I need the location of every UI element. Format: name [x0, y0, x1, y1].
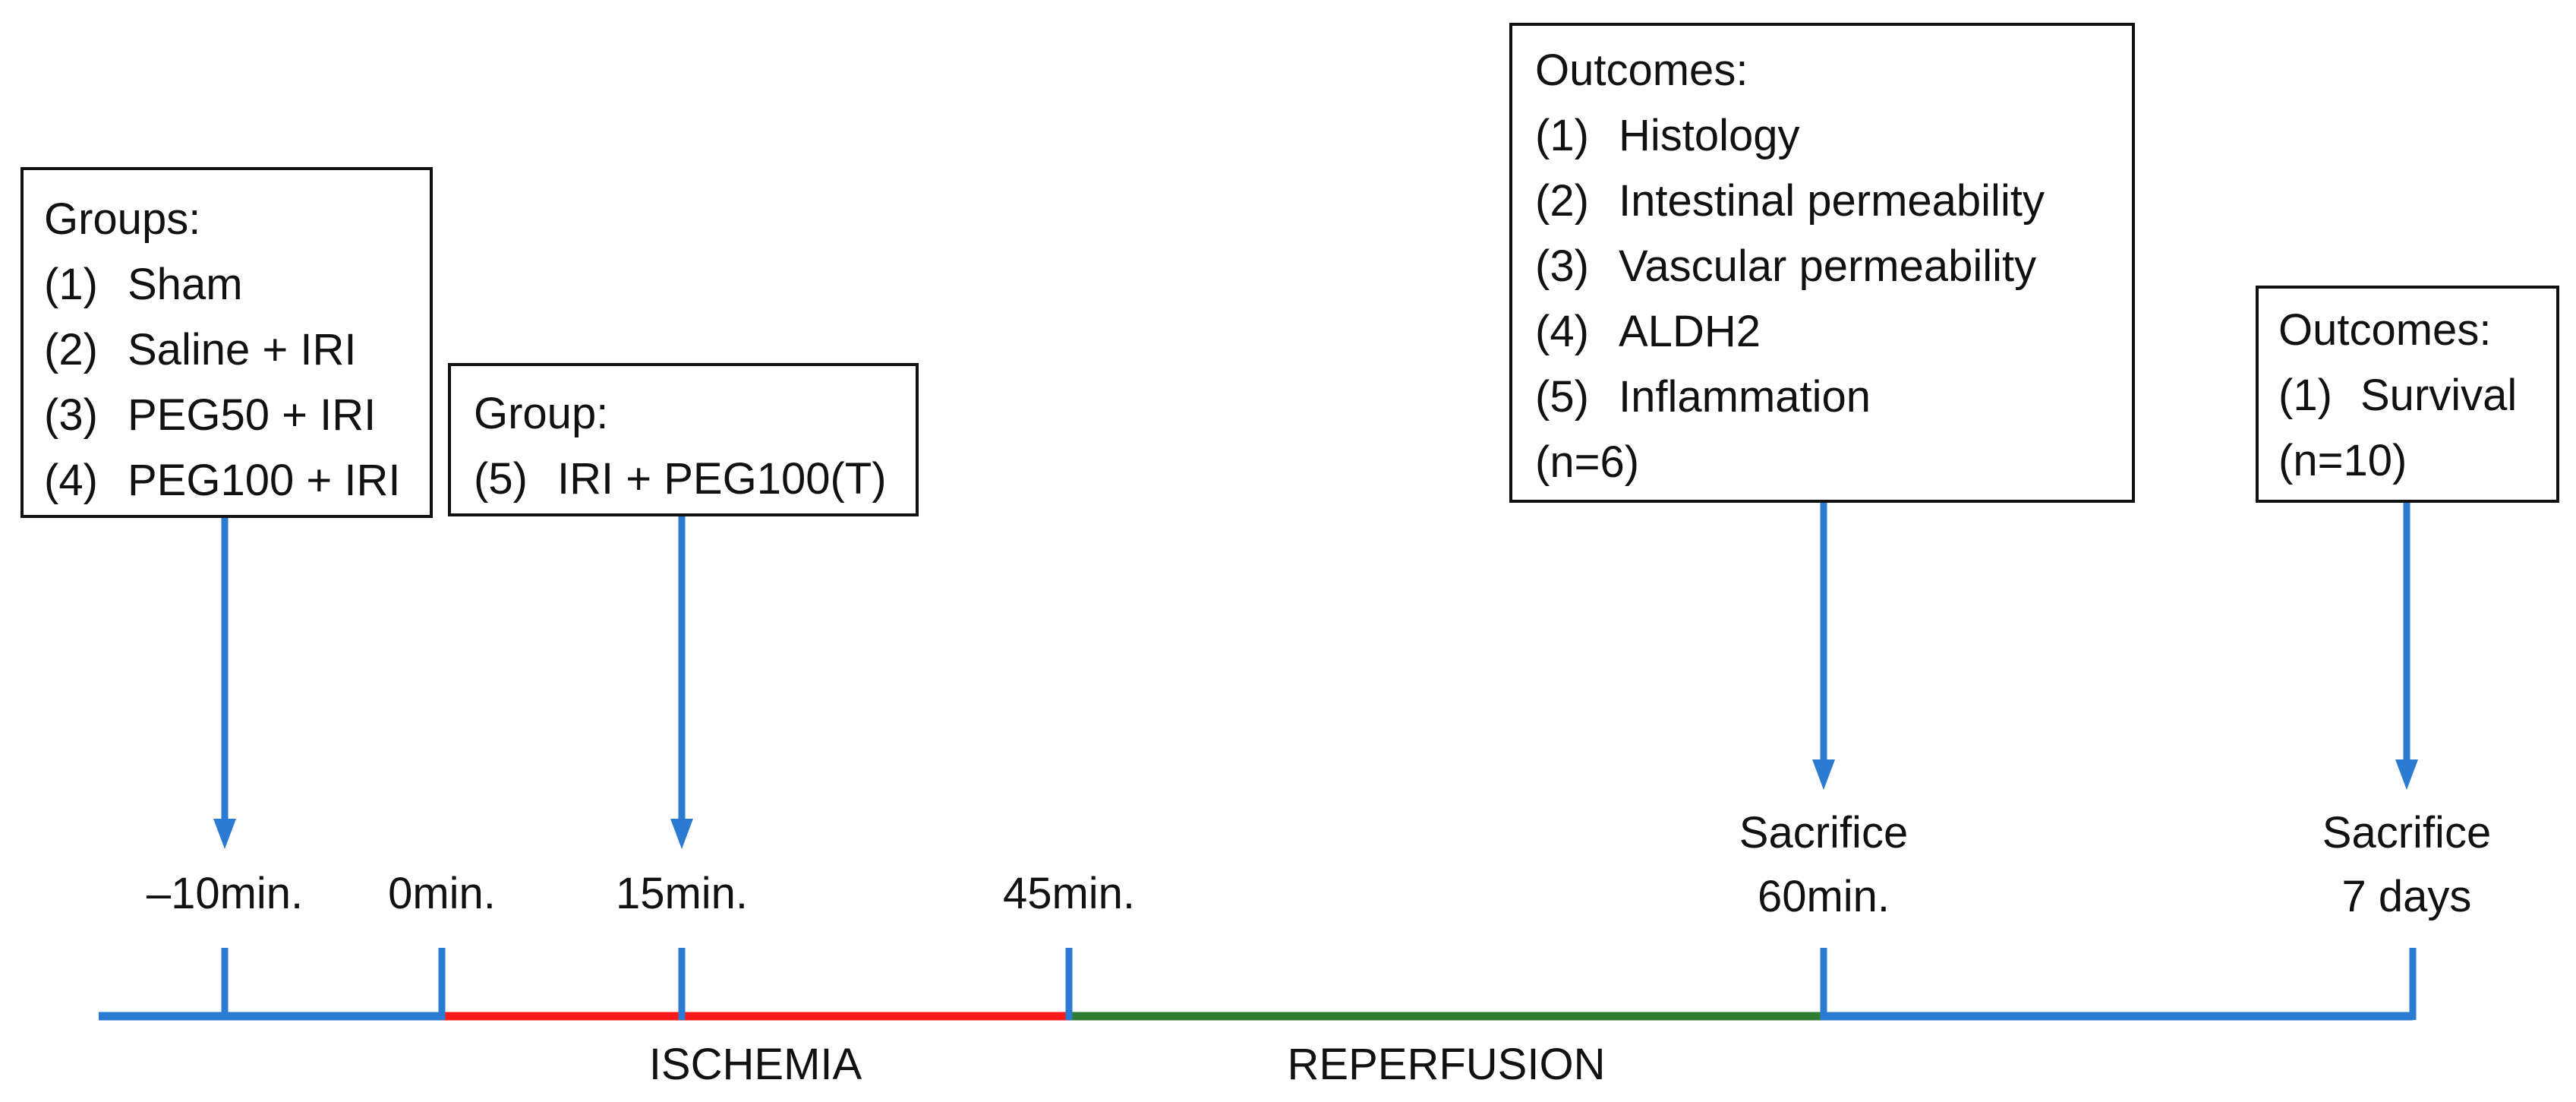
item-label: PEG100 + IRI: [128, 456, 401, 505]
item-number: (4): [1535, 307, 1589, 356]
treatment-group-item: (5) IRI + PEG100(T): [474, 447, 916, 512]
item-label: Sham: [128, 260, 243, 309]
outcome-histology: (1) Histology: [1535, 103, 2132, 169]
arrow-groups-head: [213, 819, 236, 849]
item-label: IRI + PEG100(T): [557, 454, 887, 504]
item-number: (3): [1535, 242, 1589, 291]
groups-item-peg50-iri: (3) PEG50 + IRI: [44, 383, 430, 448]
outcomes-7d-sample-size: (n=10): [2278, 436, 2407, 485]
item-label: ALDH2: [1619, 307, 1761, 356]
item-number: (1): [44, 260, 98, 309]
item-label: Intestinal permeability: [1619, 176, 2045, 226]
item-label: PEG50 + IRI: [128, 390, 377, 440]
groups-title: Groups:: [44, 194, 201, 244]
arrow-treatment-head: [670, 819, 693, 849]
tick-label-60-event: Sacrifice: [1739, 808, 1909, 857]
groups-item-saline-iri: (2) Saline + IRI: [44, 317, 430, 383]
item-label: Survival: [2360, 371, 2518, 420]
item-number: (2): [1535, 176, 1589, 226]
item-number: (1): [2278, 371, 2332, 420]
item-number: (4): [44, 456, 98, 505]
item-number: (1): [1535, 111, 1589, 160]
outcomes-7d-box: Outcomes: (1) Survival (n=10): [2256, 286, 2559, 503]
item-label: Vascular permeability: [1619, 242, 2037, 291]
tick-label-15: 15min.: [615, 869, 749, 918]
tick-label-7d-event: Sacrifice: [2322, 808, 2492, 857]
phase-label-reperfusion: REPERFUSION: [1287, 1040, 1606, 1089]
outcomes-60-box: Outcomes: (1) Histology (2) Intestinal per…: [1509, 23, 2135, 503]
outcomes-7d-title: Outcomes:: [2278, 305, 2492, 355]
item-number: (5): [474, 454, 528, 504]
item-label: Inflammation: [1619, 372, 1871, 422]
tick-label-60: Sacrifice 60min.: [1739, 801, 1908, 929]
outcomes-60-title: Outcomes:: [1535, 46, 1748, 95]
groups-item-peg100-iri: (4) PEG100 + IRI: [44, 448, 430, 513]
tick-label-7d: Sacrifice 7 days: [2322, 801, 2491, 929]
treatment-group-box: Group: (5) IRI + PEG100(T): [448, 363, 919, 516]
arrow-outcomes-7d-head: [2395, 759, 2418, 790]
phase-label-ischemia: ISCHEMIA: [648, 1040, 862, 1089]
item-number: (3): [44, 390, 98, 440]
item-number: (5): [1535, 372, 1589, 422]
tick-label-7d-time: 7 days: [2341, 872, 2472, 921]
arrow-outcomes-60-head: [1812, 759, 1835, 790]
groups-box: Groups: (1) Sham (2) Saline + IRI (3) PEG50…: [20, 167, 433, 518]
outcome-vascular-permeability: (3) Vascular permeability: [1535, 234, 2132, 299]
tick-label-45: 45min.: [1002, 869, 1136, 918]
outcome-survival: (1) Survival: [2278, 363, 2556, 428]
tick-label-minus10: –10min.: [146, 869, 304, 918]
item-number: (2): [44, 325, 98, 374]
groups-item-sham: (1) Sham: [44, 252, 430, 317]
tick-label-0: 0min.: [388, 869, 496, 918]
treatment-group-title: Group:: [474, 389, 609, 438]
outcome-inflammation: (5) Inflammation: [1535, 365, 2132, 430]
item-label: Saline + IRI: [128, 325, 357, 374]
item-label: Histology: [1619, 111, 1800, 160]
outcomes-60-sample-size: (n=6): [1535, 437, 1640, 487]
tick-label-60-time: 60min.: [1757, 872, 1890, 921]
outcome-aldh2: (4) ALDH2: [1535, 299, 2132, 365]
outcome-intestinal-permeability: (2) Intestinal permeability: [1535, 169, 2132, 234]
